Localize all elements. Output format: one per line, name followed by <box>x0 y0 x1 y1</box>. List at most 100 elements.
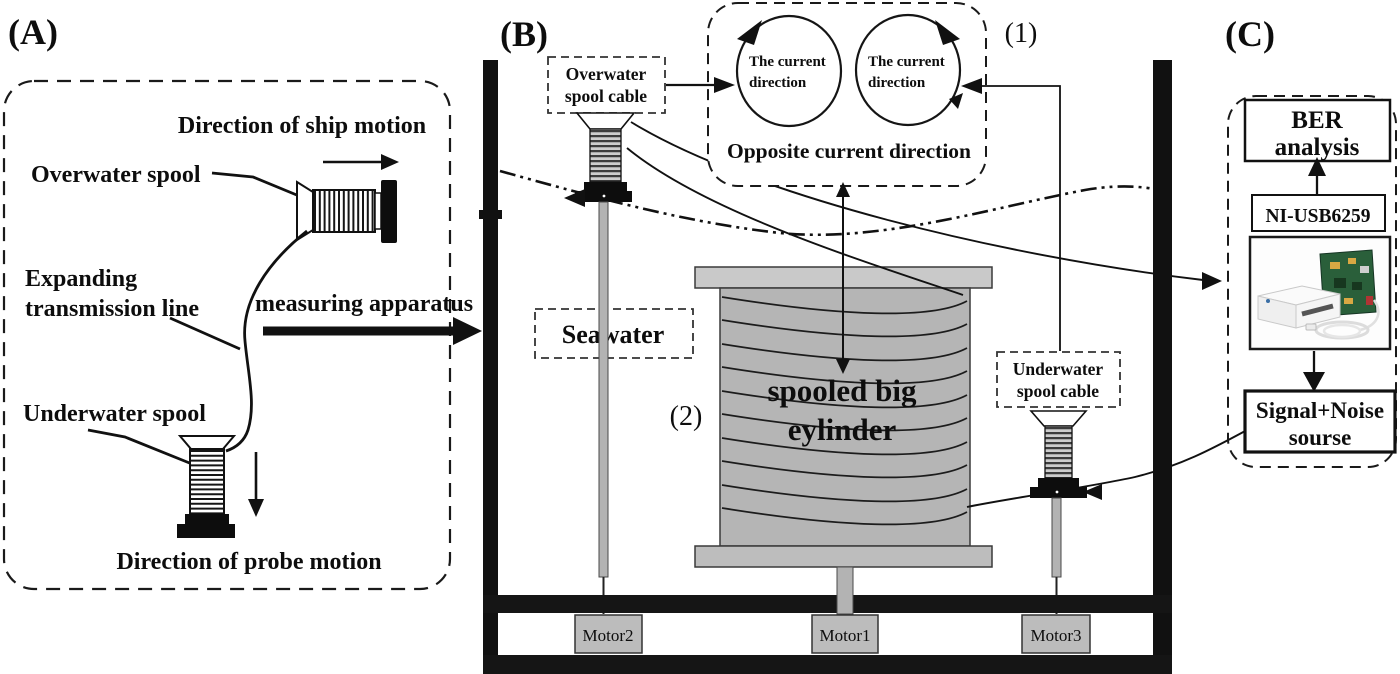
probe-motion-arrowhead <box>248 499 264 517</box>
expanding-line-leader <box>169 316 241 351</box>
seawater-box <box>534 308 694 359</box>
daq-to-ber-arrowhead <box>1308 157 1326 176</box>
ship-motion-label: Direction of ship motion <box>178 113 426 139</box>
coil-wrap <box>721 366 968 385</box>
overwater-spool-b-flange <box>575 112 636 130</box>
coil-wrap <box>721 343 968 362</box>
overwater-spool-leader <box>211 171 305 200</box>
current-left-label-2: direction <box>749 75 807 91</box>
panel-a: (A) Direction of ship motion Overwater s… <box>2 12 482 591</box>
ber-label-2: analysis <box>1275 134 1360 161</box>
underwater-spool-leader <box>87 428 193 466</box>
panel-b-tag: (B) <box>500 14 548 54</box>
cylinder-bottom-flange <box>694 545 993 568</box>
cable-to-measuring-device <box>630 121 1204 281</box>
daq-to-ber-arrow <box>1308 157 1326 194</box>
pcb-component <box>1344 298 1353 304</box>
ship-motion-arrowhead <box>381 154 399 170</box>
daq-device-slot <box>1301 303 1334 317</box>
coil-wrap <box>721 507 968 526</box>
cable-to-cylinder <box>626 147 964 296</box>
seawater-label: Seawater <box>562 320 665 349</box>
cylinder-label-1: spooled big <box>767 373 917 408</box>
tank-left-wall-joint <box>479 210 502 219</box>
underwater-spool-b <box>1029 410 1088 498</box>
current-direction-box: The current direction The current direct… <box>707 2 987 187</box>
cable-to-measuring-device-arrowhead <box>1202 272 1222 290</box>
underwater-cable-label-1: Underwater <box>1013 359 1104 379</box>
spooled-cylinder: spooled big eylinder <box>694 266 993 568</box>
measuring-apparatus-label: measuring apparatus <box>255 291 473 317</box>
tank-floor <box>483 595 1172 613</box>
coil-wrap <box>721 413 968 432</box>
overwater-spool-a-flange <box>296 180 314 242</box>
coil-wrap <box>721 460 968 479</box>
underwater-cable-arrowhead <box>1083 484 1102 500</box>
coil-wrap <box>721 437 968 456</box>
loop-to-underwater-connector <box>961 78 1061 351</box>
cylinder-label-2: eylinder <box>788 412 897 447</box>
motor1-box <box>811 614 879 654</box>
underwater-spool-b-flange <box>1029 410 1088 427</box>
probe-motion-label: Direction of probe motion <box>116 549 381 575</box>
underwater-cable-label-2: spool cable <box>1017 381 1099 401</box>
transmission-line-curve <box>225 229 308 453</box>
overwater-spool-b <box>564 112 636 207</box>
daq-to-signal-arrow <box>1303 351 1325 392</box>
double-arrow-down-head <box>836 359 850 374</box>
overwater-spool-a-hub <box>374 192 382 230</box>
underwater-cable-box <box>996 351 1121 408</box>
ship-motion-arrow <box>323 154 399 170</box>
opposite-current-label: Opposite current direction <box>727 139 971 163</box>
panel-c: (C) BER analysis NI-USB6259 <box>1225 14 1397 468</box>
tank-left-wall <box>483 60 498 674</box>
cable-to-signal-source <box>966 429 1248 508</box>
daq-cable <box>1359 299 1380 332</box>
panel-c-border <box>1227 95 1397 468</box>
pcb-chip <box>1334 278 1346 288</box>
daq-device-logo <box>1266 299 1270 303</box>
ber-analysis-box <box>1243 98 1392 163</box>
daq-to-signal-arrowhead <box>1303 372 1325 392</box>
current-right-label-2: direction <box>868 75 926 91</box>
overwater-cable-label-1: Overwater <box>566 64 647 84</box>
motors: Motor2 Motor1 Motor3 <box>574 614 1091 654</box>
loop-connector-arrowhead <box>961 78 982 94</box>
motor2-box <box>574 614 643 654</box>
cylinder-stem <box>836 566 854 615</box>
daq-cable-coil-inner <box>1322 323 1362 339</box>
underwater-spool-rod <box>1051 497 1062 578</box>
tank-right-wall <box>1153 60 1172 674</box>
signal-noise-box <box>1243 389 1397 454</box>
signal-noise-label-1: Signal+Noise <box>1256 398 1384 423</box>
pcb-chip <box>1352 282 1362 290</box>
overwater-spool-a <box>296 180 397 243</box>
underwater-spool-label: Underwater spool <box>23 401 206 427</box>
marker-2: (2) <box>670 401 703 432</box>
overwater-spool-label: Overwater spool <box>31 162 201 188</box>
pcb-component-red <box>1366 296 1373 305</box>
tank-frame <box>479 60 1172 674</box>
coil-wrap <box>721 390 968 409</box>
panel-b: (B) spooled big eylinder (2) <box>479 2 1248 674</box>
ni-usb-box <box>1251 194 1386 232</box>
overwater-cable-label-2: spool cable <box>565 86 647 106</box>
underwater-spool-a-base-top <box>185 514 229 524</box>
coil-wrap <box>721 319 968 338</box>
current-left-label-1: The current <box>749 54 826 70</box>
ni-usb-label: NI-USB6259 <box>1265 206 1370 227</box>
underwater-spool-b-pin <box>1055 490 1059 494</box>
cylinder-body <box>719 287 971 547</box>
pcb-component <box>1348 258 1356 264</box>
overwater-spool-b-pin <box>602 194 606 198</box>
underwater-spool-a-flange <box>177 435 237 450</box>
expanding-line-label-1: Expanding <box>25 266 137 292</box>
overwater-spool-a-cap <box>381 180 397 243</box>
current-loop-right-small-arrowhead <box>949 93 963 109</box>
double-arrow-up-head <box>836 182 850 197</box>
signal-noise-label-2: sourse <box>1289 425 1352 450</box>
motor3-label: Motor3 <box>1031 626 1082 645</box>
underwater-spool-a <box>177 435 237 538</box>
